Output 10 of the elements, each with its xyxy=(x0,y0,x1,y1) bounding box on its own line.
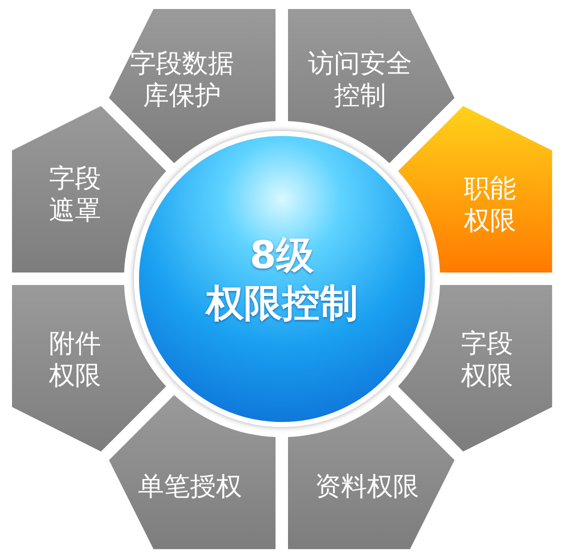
center-label: 权限控制 xyxy=(206,280,358,327)
segment-label: 附件权限 xyxy=(48,328,102,392)
segment-label: 字段权限 xyxy=(460,328,514,392)
segment-label: 字段遮罩 xyxy=(48,162,102,227)
segment-label: 访问安全控制 xyxy=(307,48,413,112)
segment-label: 资料权限 xyxy=(314,470,420,503)
segment-label: 职能权限 xyxy=(462,172,517,237)
segment-label: 单笔授权 xyxy=(136,470,243,503)
center-label: 8级 xyxy=(250,232,314,279)
segment-label: 字段数据库保护 xyxy=(128,48,235,112)
